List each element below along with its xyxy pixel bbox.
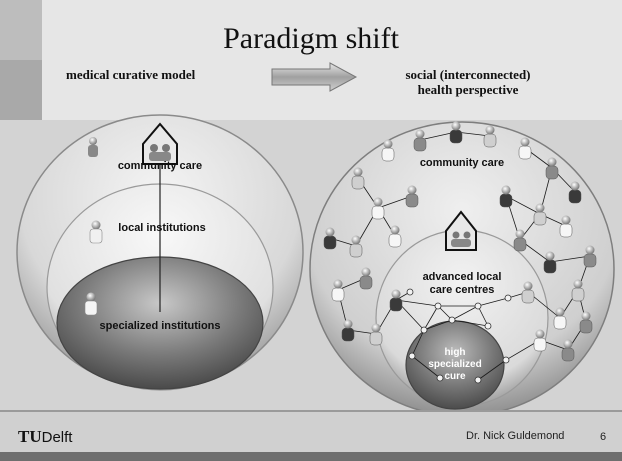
tudelft-logo: TUDelft xyxy=(18,427,72,447)
person-icon xyxy=(545,157,559,180)
people-icons xyxy=(323,121,597,362)
nurse-icon xyxy=(89,220,103,244)
right-high-line3: cure xyxy=(444,371,466,382)
right-heading: social (interconnected) health perspecti… xyxy=(368,67,568,97)
right-advanced-local-line1: advanced local xyxy=(422,271,502,283)
person-icon xyxy=(533,329,547,352)
left-specialized-institutions-label: specialized institutions xyxy=(99,320,221,332)
slide-title: Paradigm shift xyxy=(223,22,399,55)
network-node xyxy=(502,356,510,364)
person-icon xyxy=(389,289,403,312)
network-node xyxy=(420,326,428,334)
network-link xyxy=(411,355,441,379)
person-icon xyxy=(571,279,585,302)
house-icon xyxy=(445,210,477,251)
logo-prefix: TU xyxy=(18,427,42,446)
person-icon xyxy=(413,129,427,152)
person-icon xyxy=(543,251,557,274)
left-local-institutions-label: local institutions xyxy=(118,222,206,234)
doctor-icon xyxy=(84,292,98,316)
right-community-care-label: community care xyxy=(419,157,505,169)
person-icon xyxy=(331,279,345,302)
bottom-strip xyxy=(0,452,622,461)
person-icon xyxy=(561,339,575,362)
person-icon xyxy=(521,281,535,304)
network-node xyxy=(484,322,492,330)
left-accent-bar-top xyxy=(0,0,42,60)
network-link xyxy=(423,305,439,331)
person-icon xyxy=(351,167,365,190)
logo-text: Delft xyxy=(41,429,73,446)
left-community-care-label: community care xyxy=(117,160,203,172)
person-icon xyxy=(499,185,513,208)
network-nodes xyxy=(406,288,512,384)
right-high-line2: specialized xyxy=(428,359,482,370)
person-icon xyxy=(88,137,98,157)
person-icon xyxy=(381,139,395,162)
author-name: Dr. Nick Guldemond xyxy=(466,430,565,442)
right-high-line1: high xyxy=(444,347,466,358)
left-diagram xyxy=(16,114,304,391)
network-node xyxy=(474,376,482,384)
person-icon xyxy=(388,225,402,248)
person-icon xyxy=(369,323,383,346)
person-icon xyxy=(568,181,582,204)
network-link xyxy=(477,305,489,327)
right-high-specialized-cure-label: high specialized cure xyxy=(420,347,490,383)
network-link xyxy=(423,319,453,331)
network-node xyxy=(434,302,442,310)
person-icon xyxy=(559,215,573,238)
person-icon xyxy=(579,311,593,334)
network-link xyxy=(451,319,489,327)
footer-divider xyxy=(0,410,622,412)
person-icon xyxy=(449,121,463,144)
network-link xyxy=(477,359,507,381)
house-icon xyxy=(142,122,178,165)
person-icon xyxy=(349,235,363,258)
network-node xyxy=(504,294,512,302)
person-icon xyxy=(405,185,419,208)
person-icon xyxy=(359,267,373,290)
arrow-right-icon xyxy=(271,62,358,92)
right-advanced-local-care-label: advanced local care centres xyxy=(402,271,522,297)
person-icon xyxy=(553,307,567,330)
person-icon xyxy=(518,137,532,160)
network-link xyxy=(451,305,479,321)
network-node xyxy=(474,302,482,310)
right-advanced-local-line2: care centres xyxy=(429,284,495,296)
network-link xyxy=(395,299,439,307)
network-node xyxy=(408,352,416,360)
network-link xyxy=(477,297,509,307)
person-icon xyxy=(323,227,337,250)
network-link xyxy=(549,255,591,263)
person-icon xyxy=(483,125,497,148)
person-icon xyxy=(583,245,597,268)
network-node xyxy=(436,374,444,382)
person-icon xyxy=(533,203,547,226)
network-link xyxy=(411,329,425,357)
network-node xyxy=(406,288,414,296)
person-icon xyxy=(371,197,385,220)
person-icon xyxy=(341,319,355,342)
page-number: 6 xyxy=(600,431,607,443)
right-heading-line2: health perspective xyxy=(417,82,519,97)
right-diagram xyxy=(309,121,615,417)
person-icon xyxy=(513,229,527,252)
network-node xyxy=(448,316,456,324)
right-heading-line1: social (interconnected) xyxy=(405,67,531,82)
left-heading: medical curative model xyxy=(66,67,196,82)
